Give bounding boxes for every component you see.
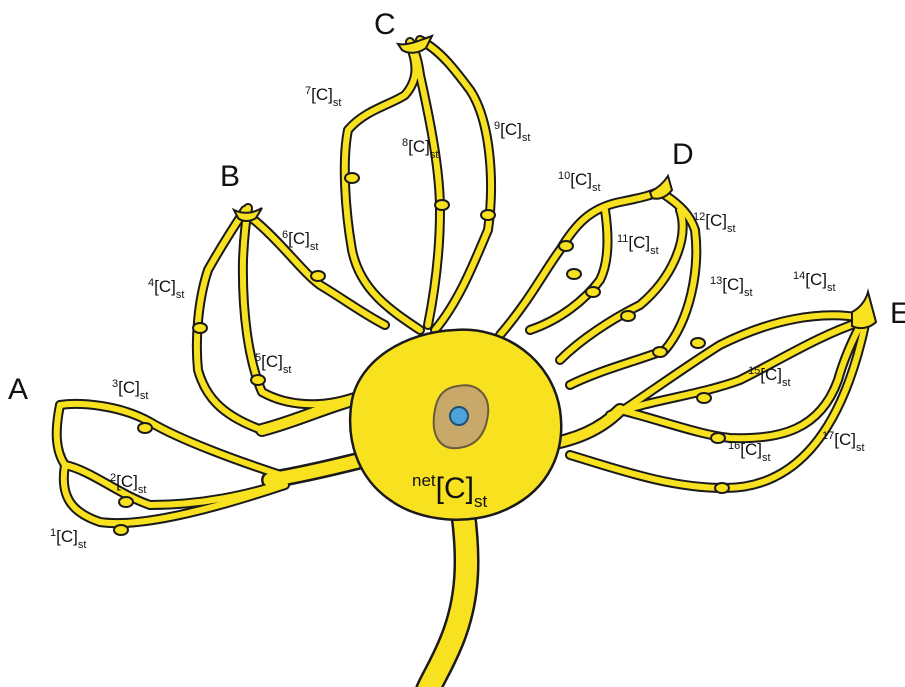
- spine-bulge: [311, 271, 325, 281]
- tip-e: [852, 292, 876, 328]
- spine-bulge: [114, 525, 128, 535]
- concentration-label-16: 16[C]st: [728, 440, 771, 464]
- spine-bulge: [138, 423, 152, 433]
- dendrite-b-branch: [197, 210, 262, 430]
- dendrite-a-fill: [60, 404, 290, 478]
- dendrite-label-a: A: [8, 373, 28, 406]
- spine-bulge: [653, 347, 667, 357]
- concentration-label-13: 13[C]st: [710, 275, 753, 299]
- spine-bulge: [586, 287, 600, 297]
- spine-bulge: [119, 497, 133, 507]
- spine-bulge: [621, 311, 635, 321]
- concentration-label-17: 17[C]st: [822, 430, 865, 454]
- concentration-label-11: 11[C]st: [617, 233, 659, 257]
- dendrite-d-fill: [500, 188, 665, 335]
- spine-bulge: [691, 338, 705, 348]
- nucleolus: [450, 407, 468, 425]
- spine-bulge: [435, 200, 449, 210]
- spine-bulge: [711, 433, 725, 443]
- spine-bulge: [193, 323, 207, 333]
- dendrite-c-fill: [345, 45, 420, 330]
- concentration-label-10: 10[C]st: [558, 170, 601, 194]
- spine-bulge: [697, 393, 711, 403]
- spine-bulge: [567, 269, 581, 279]
- axon-fill: [428, 505, 467, 687]
- concentration-label-5: 5[C]st: [255, 352, 291, 376]
- dendrite-label-b: B: [220, 160, 240, 193]
- concentration-label-7: 7[C]st: [305, 85, 341, 109]
- spine-bulge: [481, 210, 495, 220]
- tip-c: [398, 36, 432, 53]
- dendrite-d-branch: [500, 188, 665, 335]
- dendrite-label-c: C: [374, 8, 396, 41]
- branch-tips: [234, 36, 876, 328]
- concentration-label-9: 9[C]st: [494, 120, 530, 144]
- spine-bulge: [345, 173, 359, 183]
- concentration-label-14: 14[C]st: [793, 270, 836, 294]
- dendrite-label-e: E: [890, 297, 905, 330]
- spine-bulge: [251, 375, 265, 385]
- concentration-label-1: 1[C]st: [50, 527, 86, 551]
- concentration-label-3: 3[C]st: [112, 378, 148, 402]
- concentration-label-4: 4[C]st: [148, 277, 184, 301]
- spine-bulge: [715, 483, 729, 493]
- spine-bulge: [559, 241, 573, 251]
- dendrite-label-d: D: [672, 138, 694, 171]
